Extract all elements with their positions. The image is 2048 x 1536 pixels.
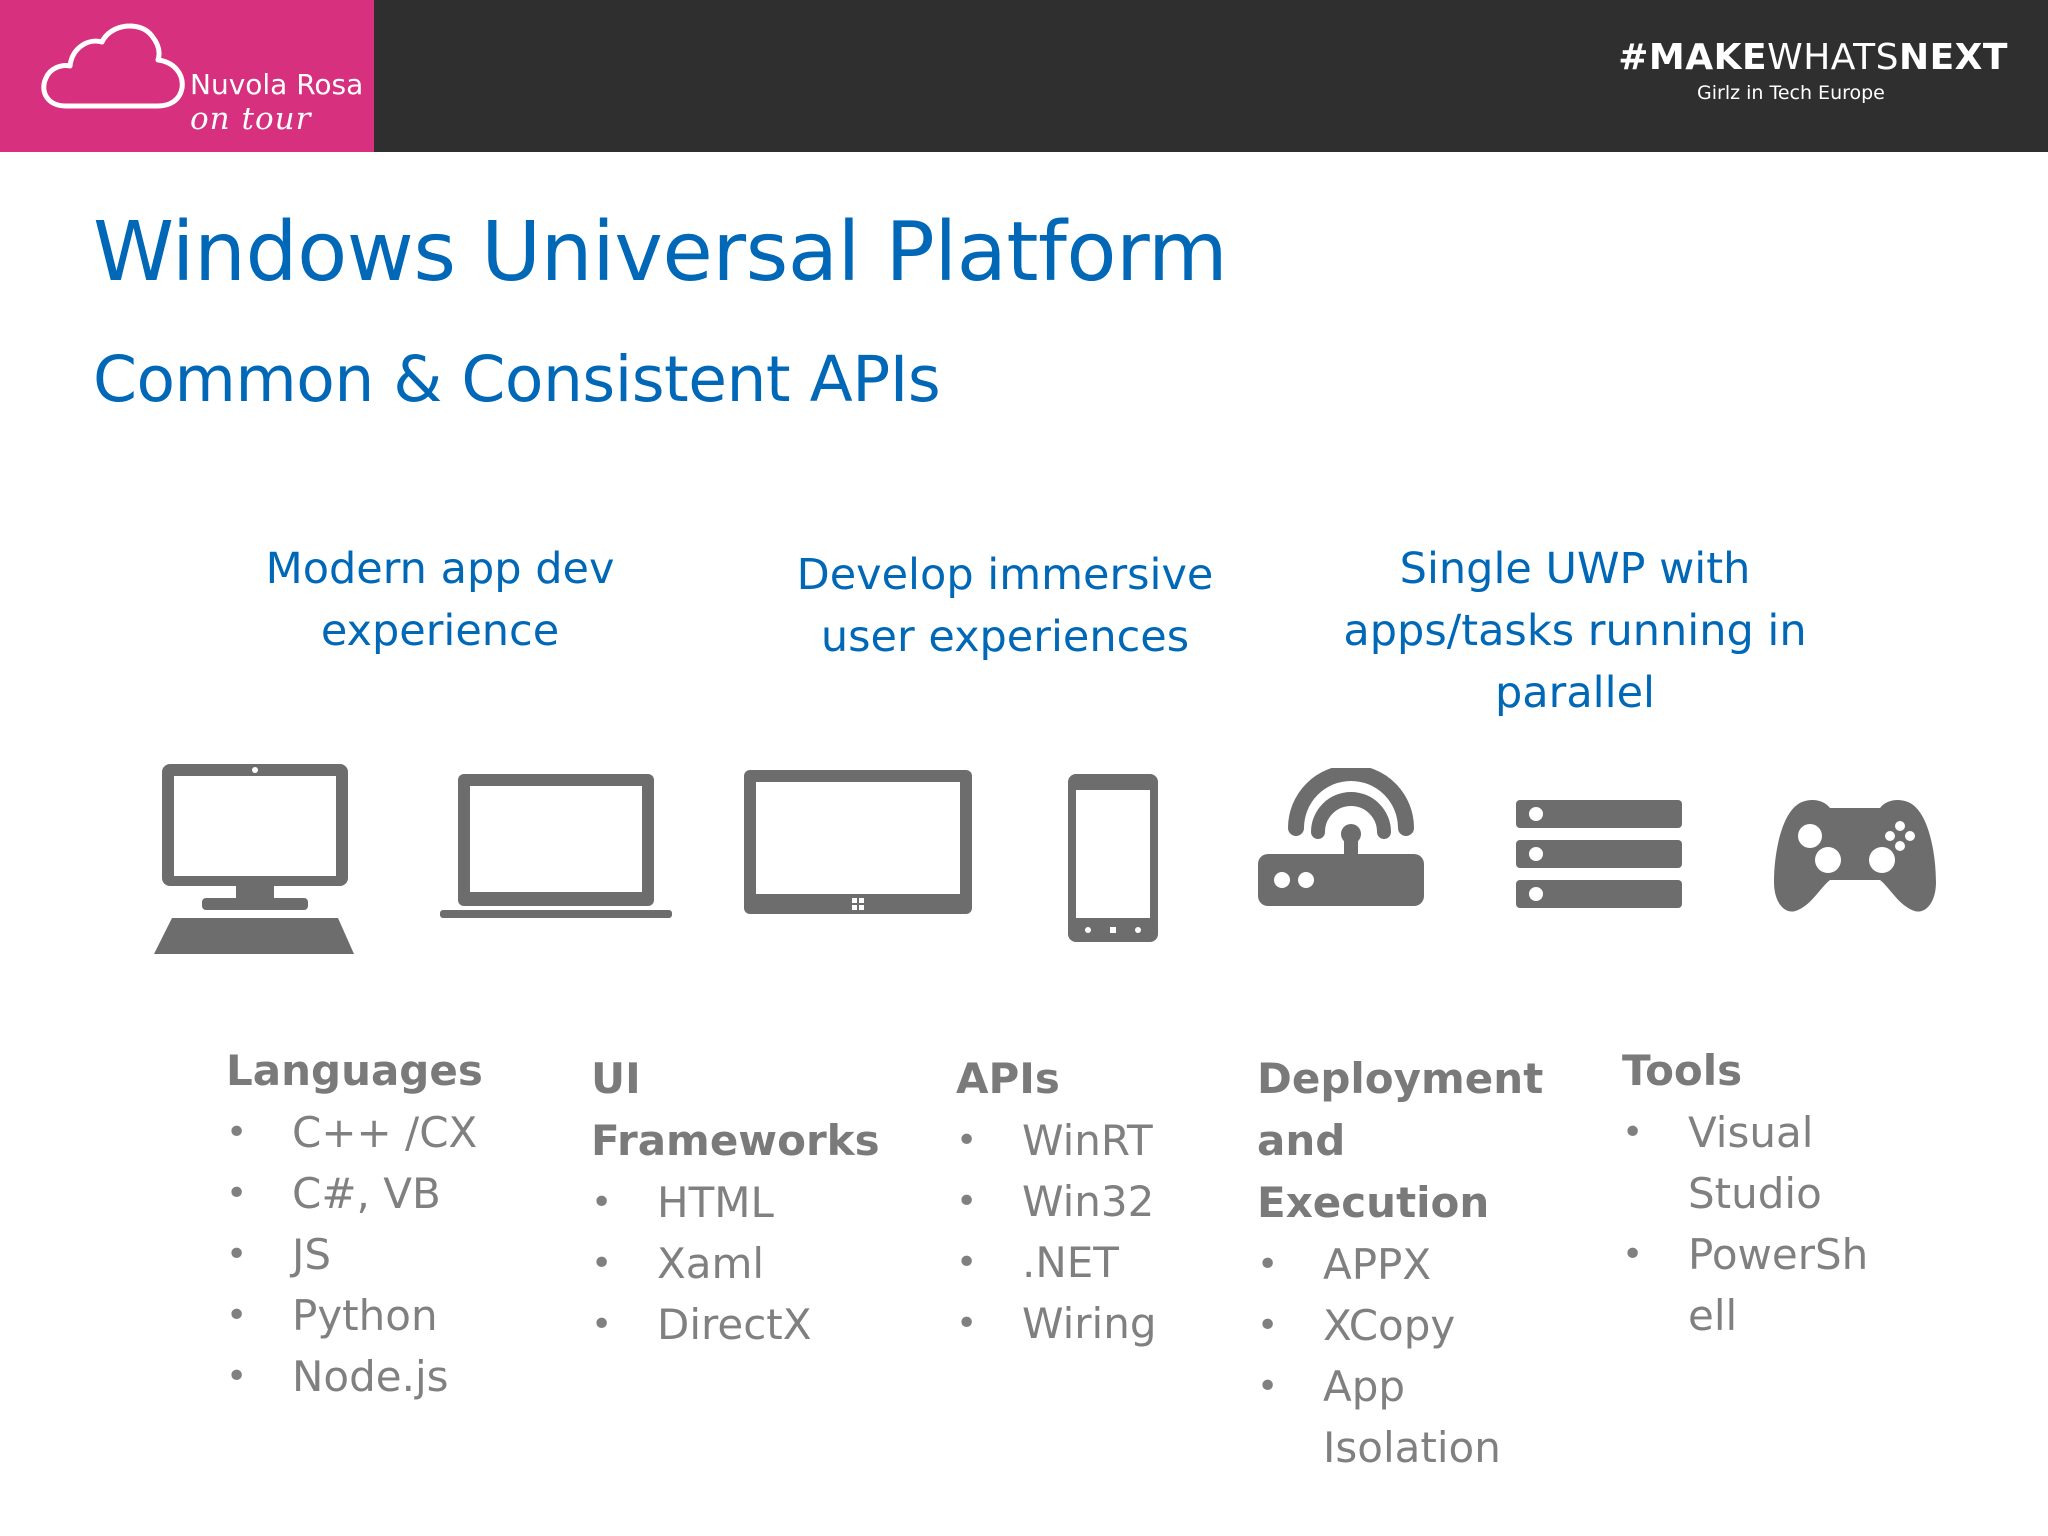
column-heading: UI Frameworks bbox=[591, 1048, 901, 1172]
logo-name: Nuvola Rosa bbox=[190, 68, 364, 101]
feature-line: parallel bbox=[1495, 668, 1655, 718]
feature-line: Develop immersive bbox=[796, 550, 1214, 600]
tools-list: Visual Studio PowerSh ell bbox=[1622, 1102, 1902, 1346]
phone-icon bbox=[1068, 774, 1158, 942]
list-item: XCopy bbox=[1257, 1295, 1577, 1356]
column-deployment: Deployment and Execution APPX XCopy App … bbox=[1257, 1048, 1577, 1478]
heading-line: and bbox=[1257, 1116, 1346, 1165]
tablet-icon bbox=[744, 770, 972, 914]
feature-line: apps/tasks running in bbox=[1343, 606, 1807, 656]
list-item: App Isolation bbox=[1257, 1356, 1577, 1478]
deployment-list: APPX XCopy App Isolation bbox=[1257, 1234, 1577, 1478]
list-item: C#, VB bbox=[226, 1163, 546, 1224]
desktop-icon bbox=[154, 764, 354, 954]
column-languages: Languages C++ /CX C#, VB JS Python Node.… bbox=[226, 1040, 546, 1407]
item-line: Visual bbox=[1688, 1108, 1814, 1157]
heading-line: Deployment bbox=[1257, 1054, 1544, 1103]
nuvola-rosa-logo: Nuvola Rosa on tour bbox=[0, 0, 374, 152]
gamepad-icon bbox=[1774, 800, 1936, 912]
item-line: ell bbox=[1688, 1291, 1738, 1340]
feature-line: Modern app dev bbox=[265, 544, 615, 594]
hashtag-makewhatsnext: #MAKEWHATSNEXT bbox=[1618, 40, 2008, 76]
list-item: HTML bbox=[591, 1172, 901, 1233]
hashtag-part-make: #MAKE bbox=[1618, 37, 1768, 78]
slide-title: Windows Universal Platform bbox=[93, 205, 1228, 300]
list-item: Visual Studio bbox=[1622, 1102, 1902, 1224]
heading-line: UI bbox=[591, 1054, 641, 1103]
apis-list: WinRT Win32 .NET Wiring bbox=[956, 1110, 1246, 1354]
item-line: Isolation bbox=[1323, 1423, 1501, 1472]
languages-list: C++ /CX C#, VB JS Python Node.js bbox=[226, 1102, 546, 1407]
list-item: WinRT bbox=[956, 1110, 1246, 1171]
iot-router-icon bbox=[1258, 768, 1424, 906]
item-line: PowerSh bbox=[1688, 1230, 1869, 1279]
logo-tagline: on tour bbox=[190, 101, 312, 137]
feature-line: experience bbox=[320, 606, 560, 656]
heading-line: Execution bbox=[1257, 1178, 1490, 1227]
list-item: JS bbox=[226, 1224, 546, 1285]
column-ui-frameworks: UI Frameworks HTML Xaml DirectX bbox=[591, 1048, 901, 1355]
laptop-icon bbox=[440, 774, 672, 918]
server-icon bbox=[1516, 800, 1682, 908]
feature-line: Single UWP with bbox=[1399, 544, 1751, 594]
list-item: Win32 bbox=[956, 1171, 1246, 1232]
feature-modern-app-dev: Modern app dev experience bbox=[240, 538, 640, 662]
feature-single-uwp: Single UWP with apps/tasks running in pa… bbox=[1330, 538, 1820, 724]
column-heading: APIs bbox=[956, 1054, 1060, 1103]
ui-frameworks-list: HTML Xaml DirectX bbox=[591, 1172, 901, 1355]
feature-immersive-experiences: Develop immersive user experiences bbox=[780, 544, 1230, 668]
list-item: Node.js bbox=[226, 1346, 546, 1407]
list-item: PowerSh ell bbox=[1622, 1224, 1902, 1346]
organizer-name: Girlz in Tech Europe bbox=[1697, 82, 1885, 104]
hashtag-part-whats: WHATS bbox=[1767, 37, 1899, 78]
header-bar: Nuvola Rosa on tour #MAKEWHATSNEXT Girlz… bbox=[0, 0, 2048, 152]
heading-line: Frameworks bbox=[591, 1116, 880, 1165]
column-heading: Languages bbox=[226, 1046, 483, 1095]
item-line: App bbox=[1323, 1362, 1406, 1411]
column-heading: Tools bbox=[1622, 1046, 1743, 1095]
list-item: C++ /CX bbox=[226, 1102, 546, 1163]
column-heading: Deployment and Execution bbox=[1257, 1048, 1577, 1234]
hashtag-part-next: NEXT bbox=[1898, 37, 2008, 78]
column-apis: APIs WinRT Win32 .NET Wiring bbox=[956, 1048, 1246, 1354]
list-item: Wiring bbox=[956, 1293, 1246, 1354]
item-line: Studio bbox=[1688, 1169, 1822, 1218]
feature-line: user experiences bbox=[820, 612, 1190, 662]
list-item: Python bbox=[226, 1285, 546, 1346]
column-tools: Tools Visual Studio PowerSh ell bbox=[1622, 1040, 1902, 1346]
list-item: Xaml bbox=[591, 1233, 901, 1294]
list-item: APPX bbox=[1257, 1234, 1577, 1295]
slide-subtitle: Common & Consistent APIs bbox=[93, 343, 941, 416]
list-item: .NET bbox=[956, 1232, 1246, 1293]
cloud-icon bbox=[41, 23, 185, 109]
list-item: DirectX bbox=[591, 1294, 901, 1355]
